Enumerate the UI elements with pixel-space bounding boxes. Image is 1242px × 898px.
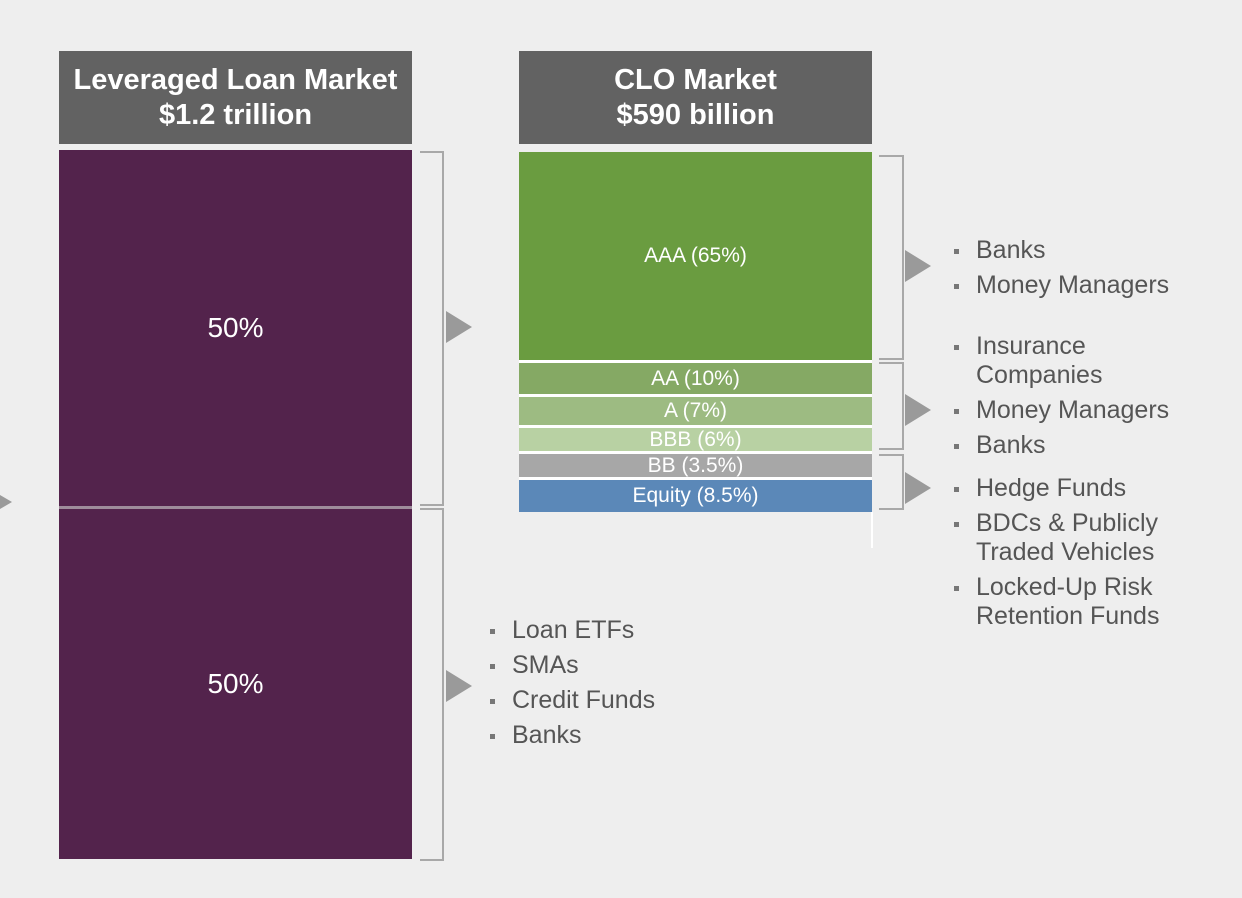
clo-market-size: $590 billion <box>616 98 775 131</box>
bracket-aaa <box>879 155 904 360</box>
bracket-loan-bottom <box>420 508 444 861</box>
list-item: BDCs & Publicly Traded Vehicles <box>952 509 1180 567</box>
bracket-mezz <box>879 362 904 450</box>
list-item: SMAs <box>488 651 748 680</box>
loan-segment-direct: 50% <box>59 509 412 859</box>
clo-capital-stack: AAA (65%) AA (10%) A (7%) BBB (6%) BB (3… <box>519 152 872 512</box>
list-item: Locked-Up Risk Retention Funds <box>952 573 1180 631</box>
list-item: Banks <box>952 431 1152 460</box>
direct-investor-list: Loan ETFs SMAs Credit Funds Banks <box>488 616 748 750</box>
leveraged-loan-header: Leveraged Loan Market $1.2 trillion <box>59 51 412 144</box>
clo-market-header: CLO Market $590 billion <box>519 51 872 144</box>
tranche-equity: Equity (8.5%) <box>519 480 872 512</box>
arrow-aaa-icon <box>905 250 931 282</box>
tranche-equity-label: Equity (8.5%) <box>632 484 759 507</box>
loan-segment-direct-share: 50% <box>207 668 264 699</box>
arrow-to-clo-icon <box>446 311 472 343</box>
list-item: Credit Funds <box>488 686 748 715</box>
mezz-investor-list: Insurance Companies Money Managers Banks <box>952 332 1169 460</box>
clo-market-title: CLO Market <box>614 63 777 96</box>
aaa-investor-list: Banks Money Managers <box>952 236 1222 300</box>
tranche-bbb: BBB (6%) <box>519 428 872 451</box>
loan-segment-clo-share: 50% <box>207 312 264 343</box>
bracket-equity <box>879 454 904 510</box>
tranche-aa: AA (10%) <box>519 363 872 394</box>
list-item: Money Managers <box>952 271 1222 300</box>
leveraged-loan-size: $1.2 trillion <box>158 98 313 131</box>
arrow-to-direct-icon <box>446 670 472 702</box>
tranche-bb: BB (3.5%) <box>519 454 872 477</box>
list-item: Hedge Funds <box>952 474 1180 503</box>
list-item: Loan ETFs <box>488 616 748 645</box>
list-item: Money Managers <box>952 396 1236 425</box>
loan-segment-divider <box>59 506 412 509</box>
bracket-loan-top <box>420 151 444 506</box>
tranche-aaa-label: AAA (65%) <box>644 244 747 267</box>
list-item: Banks <box>952 236 1222 265</box>
tranche-a: A (7%) <box>519 397 872 425</box>
tranche-aaa: AAA (65%) <box>519 152 872 360</box>
list-item: Banks <box>488 721 748 750</box>
tranche-bb-label: BB (3.5%) <box>647 453 744 477</box>
leveraged-loan-title: Leveraged Loan Market <box>73 63 398 96</box>
arrow-mezz-icon <box>905 394 931 426</box>
entry-arrow-icon <box>0 488 12 516</box>
loan-segment-clo: 50% <box>59 150 412 506</box>
tranche-aa-label: AA (10%) <box>651 366 740 390</box>
list-item: Insurance Companies <box>952 332 1152 390</box>
tranche-a-label: A (7%) <box>663 399 728 422</box>
clo-stack-edge <box>871 512 873 548</box>
tranche-bbb-label: BBB (6%) <box>649 427 742 451</box>
equity-investor-list: Hedge Funds BDCs & Publicly Traded Vehic… <box>952 474 1180 631</box>
arrow-equity-icon <box>905 472 931 504</box>
